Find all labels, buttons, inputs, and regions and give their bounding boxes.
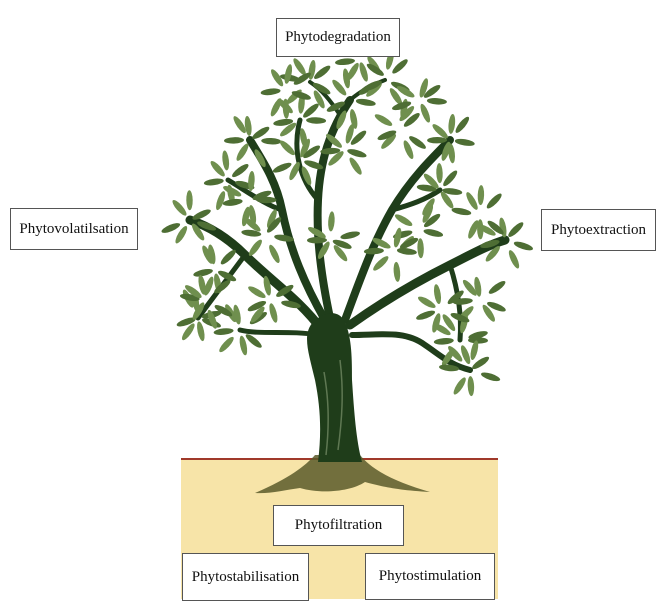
leaf xyxy=(393,262,401,282)
leaf xyxy=(454,115,472,135)
leaf xyxy=(371,254,390,272)
leaf xyxy=(390,57,409,75)
leaf xyxy=(268,303,279,324)
leaf xyxy=(480,371,501,383)
leaf xyxy=(171,198,189,217)
leaf xyxy=(260,87,281,96)
leaf xyxy=(448,114,456,135)
label-phytovolatilisation: Phytovolatilsation xyxy=(10,208,138,250)
leaf xyxy=(278,139,297,157)
tree-branch xyxy=(240,330,318,335)
leaf xyxy=(196,321,206,342)
leaf xyxy=(160,221,181,235)
leaf xyxy=(454,138,475,147)
leaf xyxy=(433,284,442,305)
leaf xyxy=(417,295,438,311)
leaf xyxy=(452,376,468,396)
leaf xyxy=(335,57,356,65)
leaf xyxy=(186,190,193,210)
label-phytofiltration: Phytofiltration xyxy=(273,505,404,546)
leaf xyxy=(464,191,480,212)
leaf xyxy=(417,238,424,258)
leaf xyxy=(214,190,227,211)
leaf xyxy=(221,150,230,171)
leaf xyxy=(427,97,447,105)
leaf xyxy=(393,212,413,228)
label-phytodegradation: Phytodegradation xyxy=(276,18,400,57)
leaf xyxy=(373,112,393,128)
leaf xyxy=(217,335,235,354)
leaf xyxy=(459,344,472,365)
leaf xyxy=(451,206,472,216)
leaf xyxy=(507,249,521,270)
leaf xyxy=(222,198,243,207)
leaf xyxy=(272,161,293,175)
leaf xyxy=(213,327,234,335)
leaf xyxy=(224,137,244,144)
label-phytostabilisation: Phytostabilisation xyxy=(182,553,309,601)
leaf xyxy=(487,279,507,296)
leaf xyxy=(441,169,459,188)
leaf xyxy=(423,228,444,239)
leaf xyxy=(261,137,281,144)
leaf xyxy=(419,103,432,124)
leaf xyxy=(247,238,264,258)
leaf xyxy=(355,98,376,107)
label-phytoextraction: Phytoextraction xyxy=(541,209,656,251)
label-phytostimulation: Phytostimulation xyxy=(365,553,495,600)
leaf xyxy=(346,147,367,159)
leaf xyxy=(234,142,250,162)
leaf xyxy=(485,192,504,211)
leaf xyxy=(269,97,284,118)
leaf xyxy=(477,185,484,205)
leaf xyxy=(244,116,253,137)
leaf xyxy=(506,220,525,238)
leaf xyxy=(347,156,363,176)
leaf xyxy=(267,244,282,265)
leaf xyxy=(219,248,238,266)
leaf xyxy=(467,376,474,396)
tree-branch xyxy=(318,100,350,318)
leaf xyxy=(340,230,361,241)
leaf xyxy=(230,162,250,179)
leaf xyxy=(513,240,534,252)
leaf xyxy=(306,117,326,124)
leaf xyxy=(415,309,436,322)
leaf xyxy=(203,177,224,186)
leaf xyxy=(328,211,336,231)
leaf xyxy=(191,207,212,221)
leaf xyxy=(193,267,214,278)
leaf xyxy=(247,284,267,300)
leaf xyxy=(434,337,454,345)
leaf xyxy=(436,163,443,183)
